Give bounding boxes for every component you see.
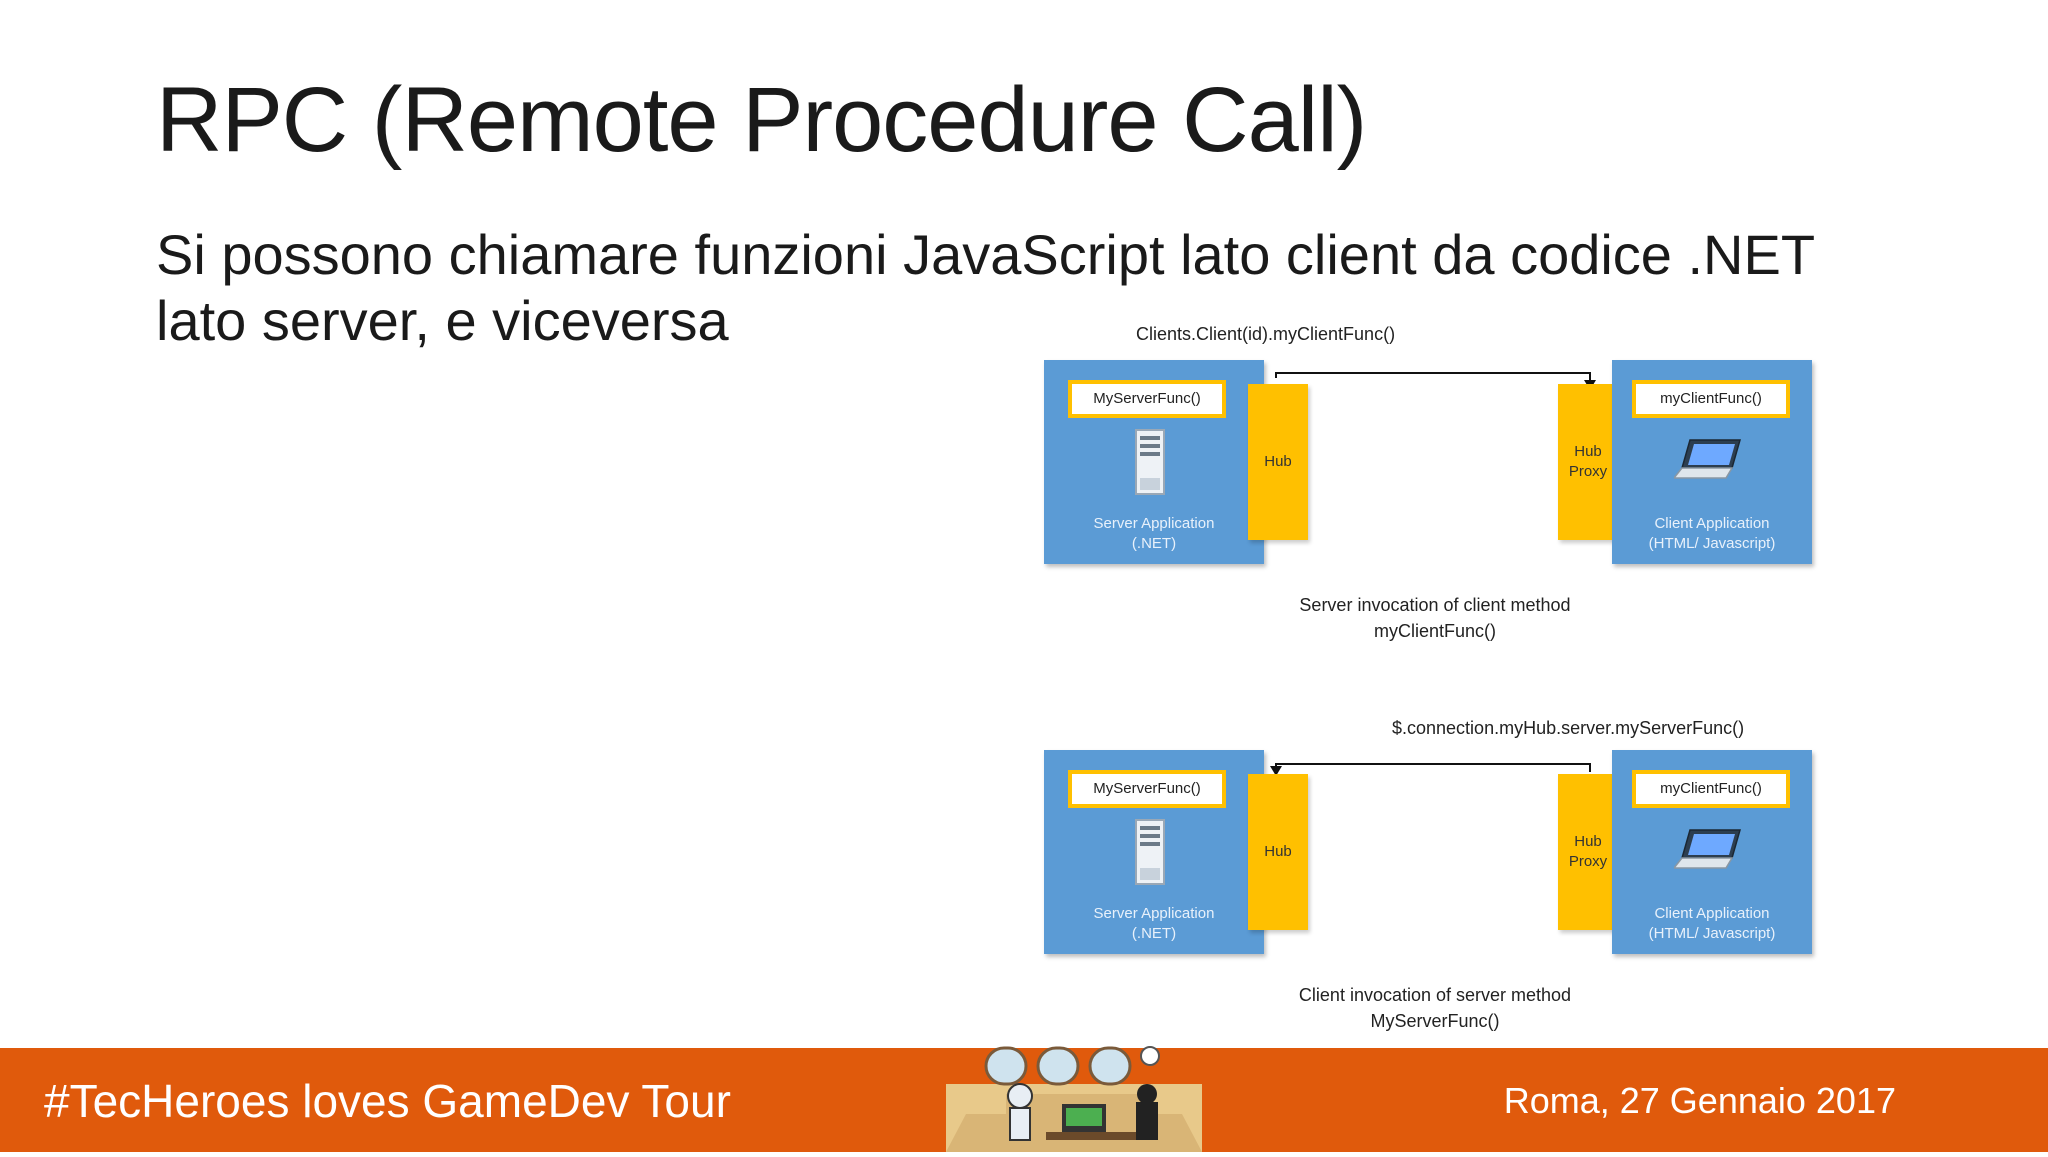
arrow-icon (1270, 763, 1591, 776)
client-func-box: myClientFunc() (1632, 770, 1790, 808)
proxy-label-line2: Proxy (1568, 463, 1608, 480)
caption-line2: MyServerFunc() (1370, 1011, 1500, 1031)
server-icon (1134, 428, 1168, 503)
caption-line1: Client invocation of server method (1298, 985, 1572, 1005)
slide-title: RPC (Remote Procedure Call) (156, 69, 1367, 171)
caption-line2: myClientFunc() (1373, 621, 1497, 641)
client-app-tech: (HTML/ Javascript) (1648, 925, 1776, 942)
footer-hashtag: #TecHeroes loves GameDev Tour (44, 1075, 731, 1127)
client-application-box: myClientFunc() Client Application (HTML/… (1612, 360, 1812, 564)
call-label: $.connection.myHub.server.myServerFunc() (1392, 718, 1745, 738)
proxy-label-line1: Hub (1574, 833, 1602, 850)
client-app-tech: (HTML/ Javascript) (1648, 535, 1776, 552)
server-application-box: MyServerFunc() Server Application (.NET) (1044, 360, 1264, 564)
footer-location-date: Roma, 27 Gennaio 2017 (1503, 1080, 1896, 1121)
proxy-label-line2: Proxy (1568, 853, 1608, 870)
server-app-tech: (.NET) (1131, 925, 1177, 942)
server-func-box: MyServerFunc() (1068, 380, 1226, 418)
slide-body-text: Si possono chiamare funzioni JavaScript … (156, 223, 1815, 352)
call-label: Clients.Client(id).myClientFunc() (1136, 324, 1396, 344)
diagram-caption: Server invocation of client method myCli… (1250, 592, 1620, 644)
client-app-label: Client Application (HTML/ Javascript) (1612, 514, 1812, 554)
caption-line1: Server invocation of client method (1299, 595, 1571, 615)
proxy-label-line1: Hub (1574, 443, 1602, 460)
client-app-name: Client Application (1654, 905, 1770, 922)
hub-proxy-bar: Hub Proxy (1558, 774, 1618, 930)
client-app-label: Client Application (HTML/ Javascript) (1612, 904, 1812, 944)
hub-bar: Hub (1248, 774, 1308, 930)
footer-bar: #TecHeroes loves GameDev Tour Roma, 27 G… (0, 1046, 2048, 1152)
diagram-client-invocation: $.connection.myHub.server.myServerFunc()… (1040, 710, 1820, 1040)
server-icon (1134, 818, 1168, 893)
laptop-icon (1672, 438, 1744, 487)
heroes-illustration (946, 1044, 1202, 1157)
hub-proxy-bar: Hub Proxy (1558, 384, 1618, 540)
laptop-icon (1672, 828, 1744, 877)
client-func-box: myClientFunc() (1632, 380, 1790, 418)
hub-bar: Hub (1248, 384, 1308, 540)
server-app-name: Server Application (1093, 905, 1215, 922)
diagram-caption: Client invocation of server method MySer… (1250, 982, 1620, 1034)
server-app-label: Server Application (.NET) (1044, 904, 1264, 944)
client-application-box: myClientFunc() Client Application (HTML/… (1612, 750, 1812, 954)
client-app-name: Client Application (1654, 515, 1770, 532)
server-app-tech: (.NET) (1131, 535, 1177, 552)
hub-label: Hub (1264, 453, 1292, 470)
diagram-server-invocation: Clients.Client(id).myClientFunc() MyServ… (1040, 320, 1820, 650)
hub-label: Hub (1264, 843, 1292, 860)
server-application-box: MyServerFunc() Server Application (.NET) (1044, 750, 1264, 954)
server-func-box: MyServerFunc() (1068, 770, 1226, 808)
server-app-name: Server Application (1093, 515, 1215, 532)
server-app-label: Server Application (.NET) (1044, 514, 1264, 554)
